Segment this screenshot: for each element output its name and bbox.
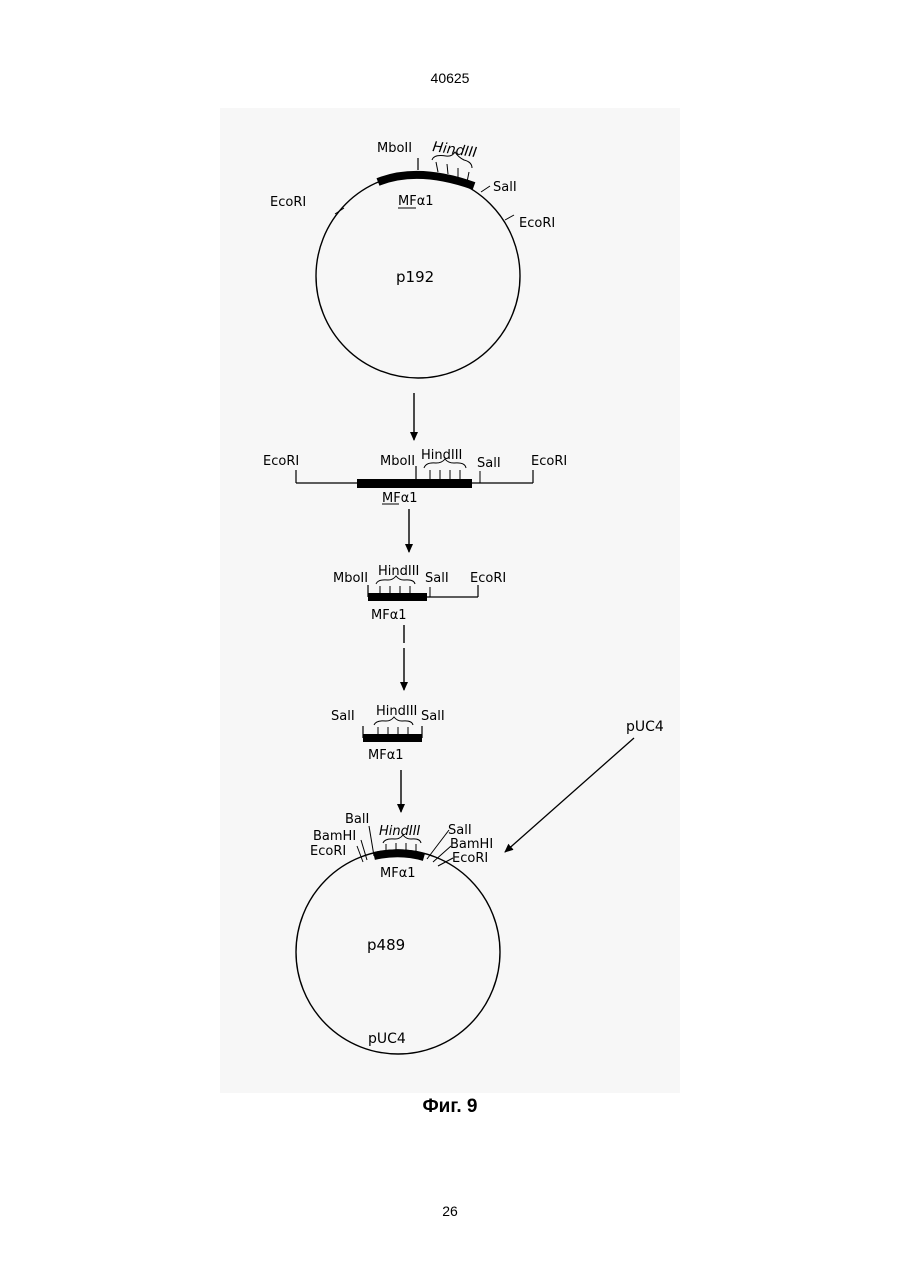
sali-label: SalI <box>477 456 501 471</box>
ecori-left-label: EcoRI <box>263 454 299 469</box>
bali-label: BalI <box>345 812 369 827</box>
mfa1-gene-segment <box>363 734 422 742</box>
plasmid-p489-name: p489 <box>367 936 405 954</box>
hindiii-site-tick <box>447 164 448 174</box>
puc4-backbone-label: pUC4 <box>368 1031 406 1047</box>
mfa1-gene-segment <box>378 175 474 186</box>
hindiii-label: HindIII <box>421 448 462 463</box>
hindiii-label: HindIII <box>431 139 477 161</box>
ecori-left-site-tick <box>335 208 344 214</box>
puc4-insert-arrow <box>505 738 634 852</box>
plasmid-p192-name: p192 <box>396 268 434 286</box>
mfa1-gene-segment <box>368 593 427 601</box>
page-number: 26 <box>0 1203 900 1219</box>
figure-caption: Фиг. 9 <box>0 1096 900 1118</box>
mfa1-gene-label: MFα1 <box>382 491 418 506</box>
mboii-label: MboII <box>380 454 415 469</box>
ecori-label: EcoRI <box>470 571 506 586</box>
linear-fragment-3: SalI HindIII SalI MFα1 <box>331 704 445 763</box>
mfa1-gene-segment <box>357 479 472 488</box>
plasmid-p489: BalI BamHI EcoRI HindIII SalI BamHI EcoR… <box>296 812 500 1054</box>
hindiii-site-tick <box>436 162 438 172</box>
sali-site-tick <box>427 830 449 859</box>
ecori-right-label: EcoRI <box>452 851 488 866</box>
bali-site-tick <box>369 826 374 856</box>
mfa1-gene-label: MFα1 <box>368 748 404 763</box>
puc4-source-label: pUC4 <box>626 719 664 735</box>
mboii-label: MboII <box>377 141 412 156</box>
bamhi-left-label: BamHI <box>313 829 356 844</box>
ecori-left-label: EcoRI <box>270 195 306 210</box>
sali-label: SalI <box>448 823 472 838</box>
mfa1-gene-label: MFα1 <box>380 866 416 881</box>
sali-label: SalI <box>425 571 449 586</box>
mboii-label: MboII <box>333 571 368 586</box>
bamhi-right-label: BamHI <box>450 837 493 852</box>
mfa1-gene-segment <box>374 853 424 857</box>
ecori-right-label: EcoRI <box>519 216 555 231</box>
plasmid-p192: MboII HindIII SalI EcoRI EcoRI MFα1 p192 <box>270 139 555 378</box>
ecori-right-label: EcoRI <box>531 454 567 469</box>
hindiii-label: HindIII <box>378 564 419 579</box>
linear-fragment-1: EcoRI MboII HindIII SalI EcoRI MFα1 <box>263 448 567 506</box>
mfa1-gene-label: MFα1 <box>398 194 434 209</box>
ecori-right-site-tick <box>505 215 514 220</box>
sali-left-label: SalI <box>331 709 355 724</box>
ecori-left-site-tick <box>357 846 363 862</box>
ecori-left-label: EcoRI <box>310 844 346 859</box>
sali-right-label: SalI <box>421 709 445 724</box>
sali-site-tick <box>481 186 490 192</box>
hindiii-label: HindIII <box>379 824 421 839</box>
linear-fragment-2: MboII HindIII SalI EcoRI MFα1 <box>333 564 506 623</box>
sali-label: SalI <box>493 180 517 195</box>
hindiii-label: HindIII <box>376 704 417 719</box>
mfa1-gene-label: MFα1 <box>371 608 407 623</box>
